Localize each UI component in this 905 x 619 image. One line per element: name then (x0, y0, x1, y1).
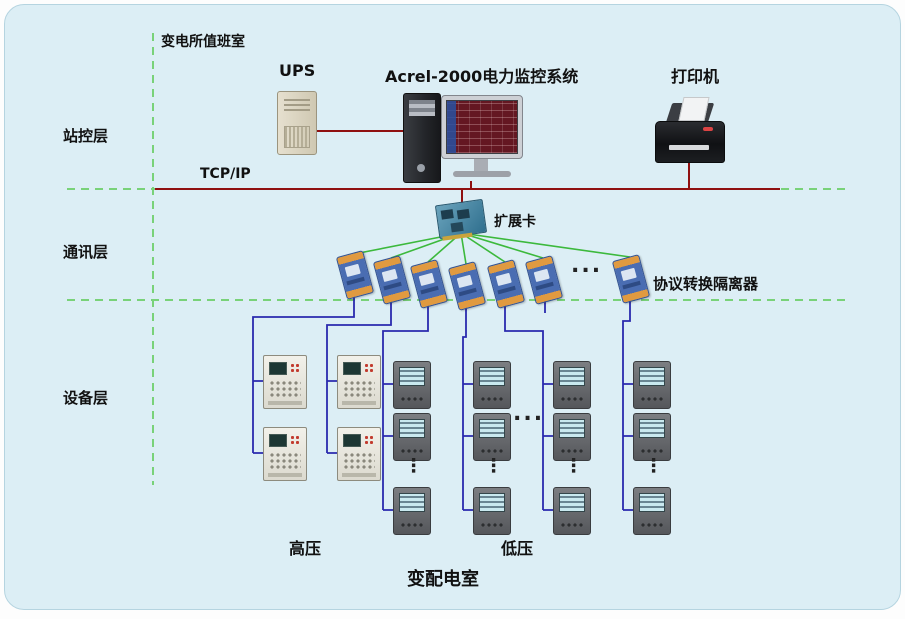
isolator-label: 协议转换隔离器 (653, 275, 759, 293)
protection-relay (337, 427, 381, 481)
meter-screen (399, 493, 425, 512)
relay-keypad (343, 380, 375, 397)
layer-label-station: 站控层 (63, 127, 109, 145)
scada-screen (446, 100, 518, 154)
meter-screen (479, 367, 505, 386)
computer-tower (403, 93, 441, 183)
relay-screen (343, 434, 361, 447)
relay-screen (343, 362, 361, 375)
relay-leds (364, 435, 375, 444)
power-meter (633, 413, 671, 461)
device-bus-lines (252, 293, 634, 511)
relay-strip (342, 473, 376, 477)
power-meter (633, 361, 671, 409)
vertical-ellipsis: ⋮ (484, 455, 503, 477)
meter-buttons (400, 448, 424, 455)
relay-keypad (343, 452, 375, 469)
relay-screen (269, 434, 287, 447)
printer-paper (678, 97, 710, 121)
comm-ellipsis: ... (571, 253, 603, 278)
printer-body (655, 121, 725, 163)
meter-screen (479, 419, 505, 438)
expansion-card-label: 扩展卡 (494, 214, 536, 230)
vertical-ellipsis: ⋮ (564, 455, 583, 477)
meter-buttons (480, 448, 504, 455)
power-meter (393, 361, 431, 409)
protection-relay (337, 355, 381, 409)
ups-label: UPS (279, 61, 316, 80)
group-label-high-voltage: 高压 (289, 539, 322, 558)
printer-label: 打印机 (671, 67, 720, 86)
relay-strip (342, 401, 376, 405)
monitor-stand (474, 159, 488, 172)
layer-label-device: 设备层 (63, 389, 109, 407)
meter-screen (639, 493, 665, 512)
meter-screen (399, 419, 425, 438)
relay-strip (268, 401, 302, 405)
meter-buttons (560, 448, 584, 455)
relay-keypad (269, 452, 301, 469)
room-label: 变电所值班室 (161, 34, 245, 50)
network-label: TCP/IP (200, 166, 251, 182)
relay-leds (364, 363, 375, 372)
group-label-low-voltage: 低压 (501, 539, 534, 558)
monitor-base (453, 171, 511, 177)
wiring-layer (67, 33, 851, 511)
meter-screen (559, 493, 585, 512)
vertical-ellipsis: ⋮ (644, 455, 663, 477)
relay-strip (268, 473, 302, 477)
power-meter (393, 413, 431, 461)
diagram-title: 变配电室 (407, 569, 479, 590)
meter-buttons (560, 396, 584, 403)
meter-buttons (640, 522, 664, 529)
meter-screen (639, 419, 665, 438)
vertical-ellipsis: ⋮ (404, 455, 423, 477)
protection-relay (263, 427, 307, 481)
diagram-panel: ... ... ⋮ ⋮ ⋮ ⋮ 变电所值班室 站控层 通讯层 设备层 UPS A… (4, 4, 901, 610)
power-meter (553, 487, 591, 535)
printer-device (653, 97, 725, 165)
tcpip-bus-lines (155, 130, 780, 205)
meter-buttons (480, 522, 504, 529)
relay-keypad (269, 380, 301, 397)
power-meter (553, 413, 591, 461)
relay-screen (269, 362, 287, 375)
device-ellipsis-horizontal: ... (513, 401, 545, 426)
power-meter (393, 487, 431, 535)
meter-screen (639, 367, 665, 386)
power-meter (553, 361, 591, 409)
meter-buttons (640, 448, 664, 455)
power-meter (473, 487, 511, 535)
meter-buttons (640, 396, 664, 403)
power-meter (633, 487, 671, 535)
protection-relay (263, 355, 307, 409)
meter-buttons (480, 396, 504, 403)
meter-screen (559, 419, 585, 438)
computer-monitor (441, 95, 523, 159)
power-meter (473, 413, 511, 461)
expansion-card-fan-lines (353, 232, 631, 265)
power-meter (473, 361, 511, 409)
ups-device (277, 91, 317, 155)
relay-leds (290, 435, 301, 444)
printer-output-slot (669, 145, 709, 150)
scada-label: Acrel-2000电力监控系统 (385, 67, 579, 86)
meter-screen (399, 367, 425, 386)
meter-screen (559, 367, 585, 386)
meter-screen (479, 493, 505, 512)
layer-label-comm: 通讯层 (63, 243, 109, 261)
relay-leds (290, 363, 301, 372)
meter-buttons (400, 522, 424, 529)
expansion-card (434, 198, 488, 240)
printer-button (703, 127, 713, 131)
meter-buttons (400, 396, 424, 403)
meter-buttons (560, 522, 584, 529)
